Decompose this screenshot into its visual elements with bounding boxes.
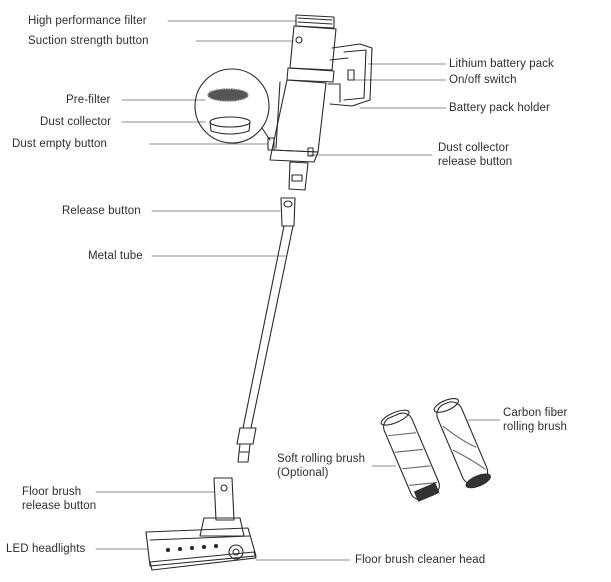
- floor-brush-head: [145, 477, 257, 571]
- vacuum-main-unit: [267, 14, 373, 191]
- label-suction-strength-button: Suction strength button: [28, 35, 149, 47]
- label-dust-collector: Dust collector: [40, 116, 112, 128]
- label-line-2: release button: [22, 500, 97, 512]
- label-line-1: Dust collector: [438, 142, 510, 154]
- label-lithium-battery-pack: Lithium battery pack: [449, 58, 554, 70]
- label-led-headlights: LED headlights: [6, 543, 86, 555]
- label-high-performance-filter: High performance filter: [28, 15, 147, 27]
- label-battery-pack-holder: Battery pack holder: [449, 102, 550, 114]
- label-floor-brush-cleaner-head: Floor brush cleaner head: [355, 554, 486, 566]
- label-carbon-fiber-rolling-brush: Carbon fiber rolling brush: [503, 406, 567, 434]
- label-dust-empty-button: Dust empty button: [12, 138, 108, 150]
- label-on-off-switch: On/off switch: [449, 74, 517, 86]
- label-line-1: Carbon fiber: [503, 407, 568, 419]
- soft-rolling-brush: [380, 409, 440, 502]
- label-line-2: rolling brush: [503, 421, 567, 433]
- label-metal-tube: Metal tube: [88, 250, 143, 262]
- prefilter-callout: [194, 68, 271, 144]
- label-release-button: Release button: [62, 205, 141, 217]
- label-pre-filter: Pre-filter: [66, 94, 111, 106]
- label-line-1: Soft rolling brush: [277, 453, 366, 465]
- carbon-fiber-rolling-brush: [433, 398, 491, 489]
- metal-tube: [236, 197, 296, 463]
- label-floor-brush-release-button: Floor brush release button: [22, 485, 96, 513]
- leader-lines: [95, 20, 501, 561]
- label-line-1: Floor brush: [22, 486, 82, 498]
- label-dust-collector-release-button: Dust collector release button: [438, 141, 512, 169]
- label-line-2: release button: [438, 156, 513, 168]
- label-line-2: (Optional): [277, 467, 329, 479]
- label-soft-rolling-brush: Soft rolling brush (Optional): [277, 452, 365, 480]
